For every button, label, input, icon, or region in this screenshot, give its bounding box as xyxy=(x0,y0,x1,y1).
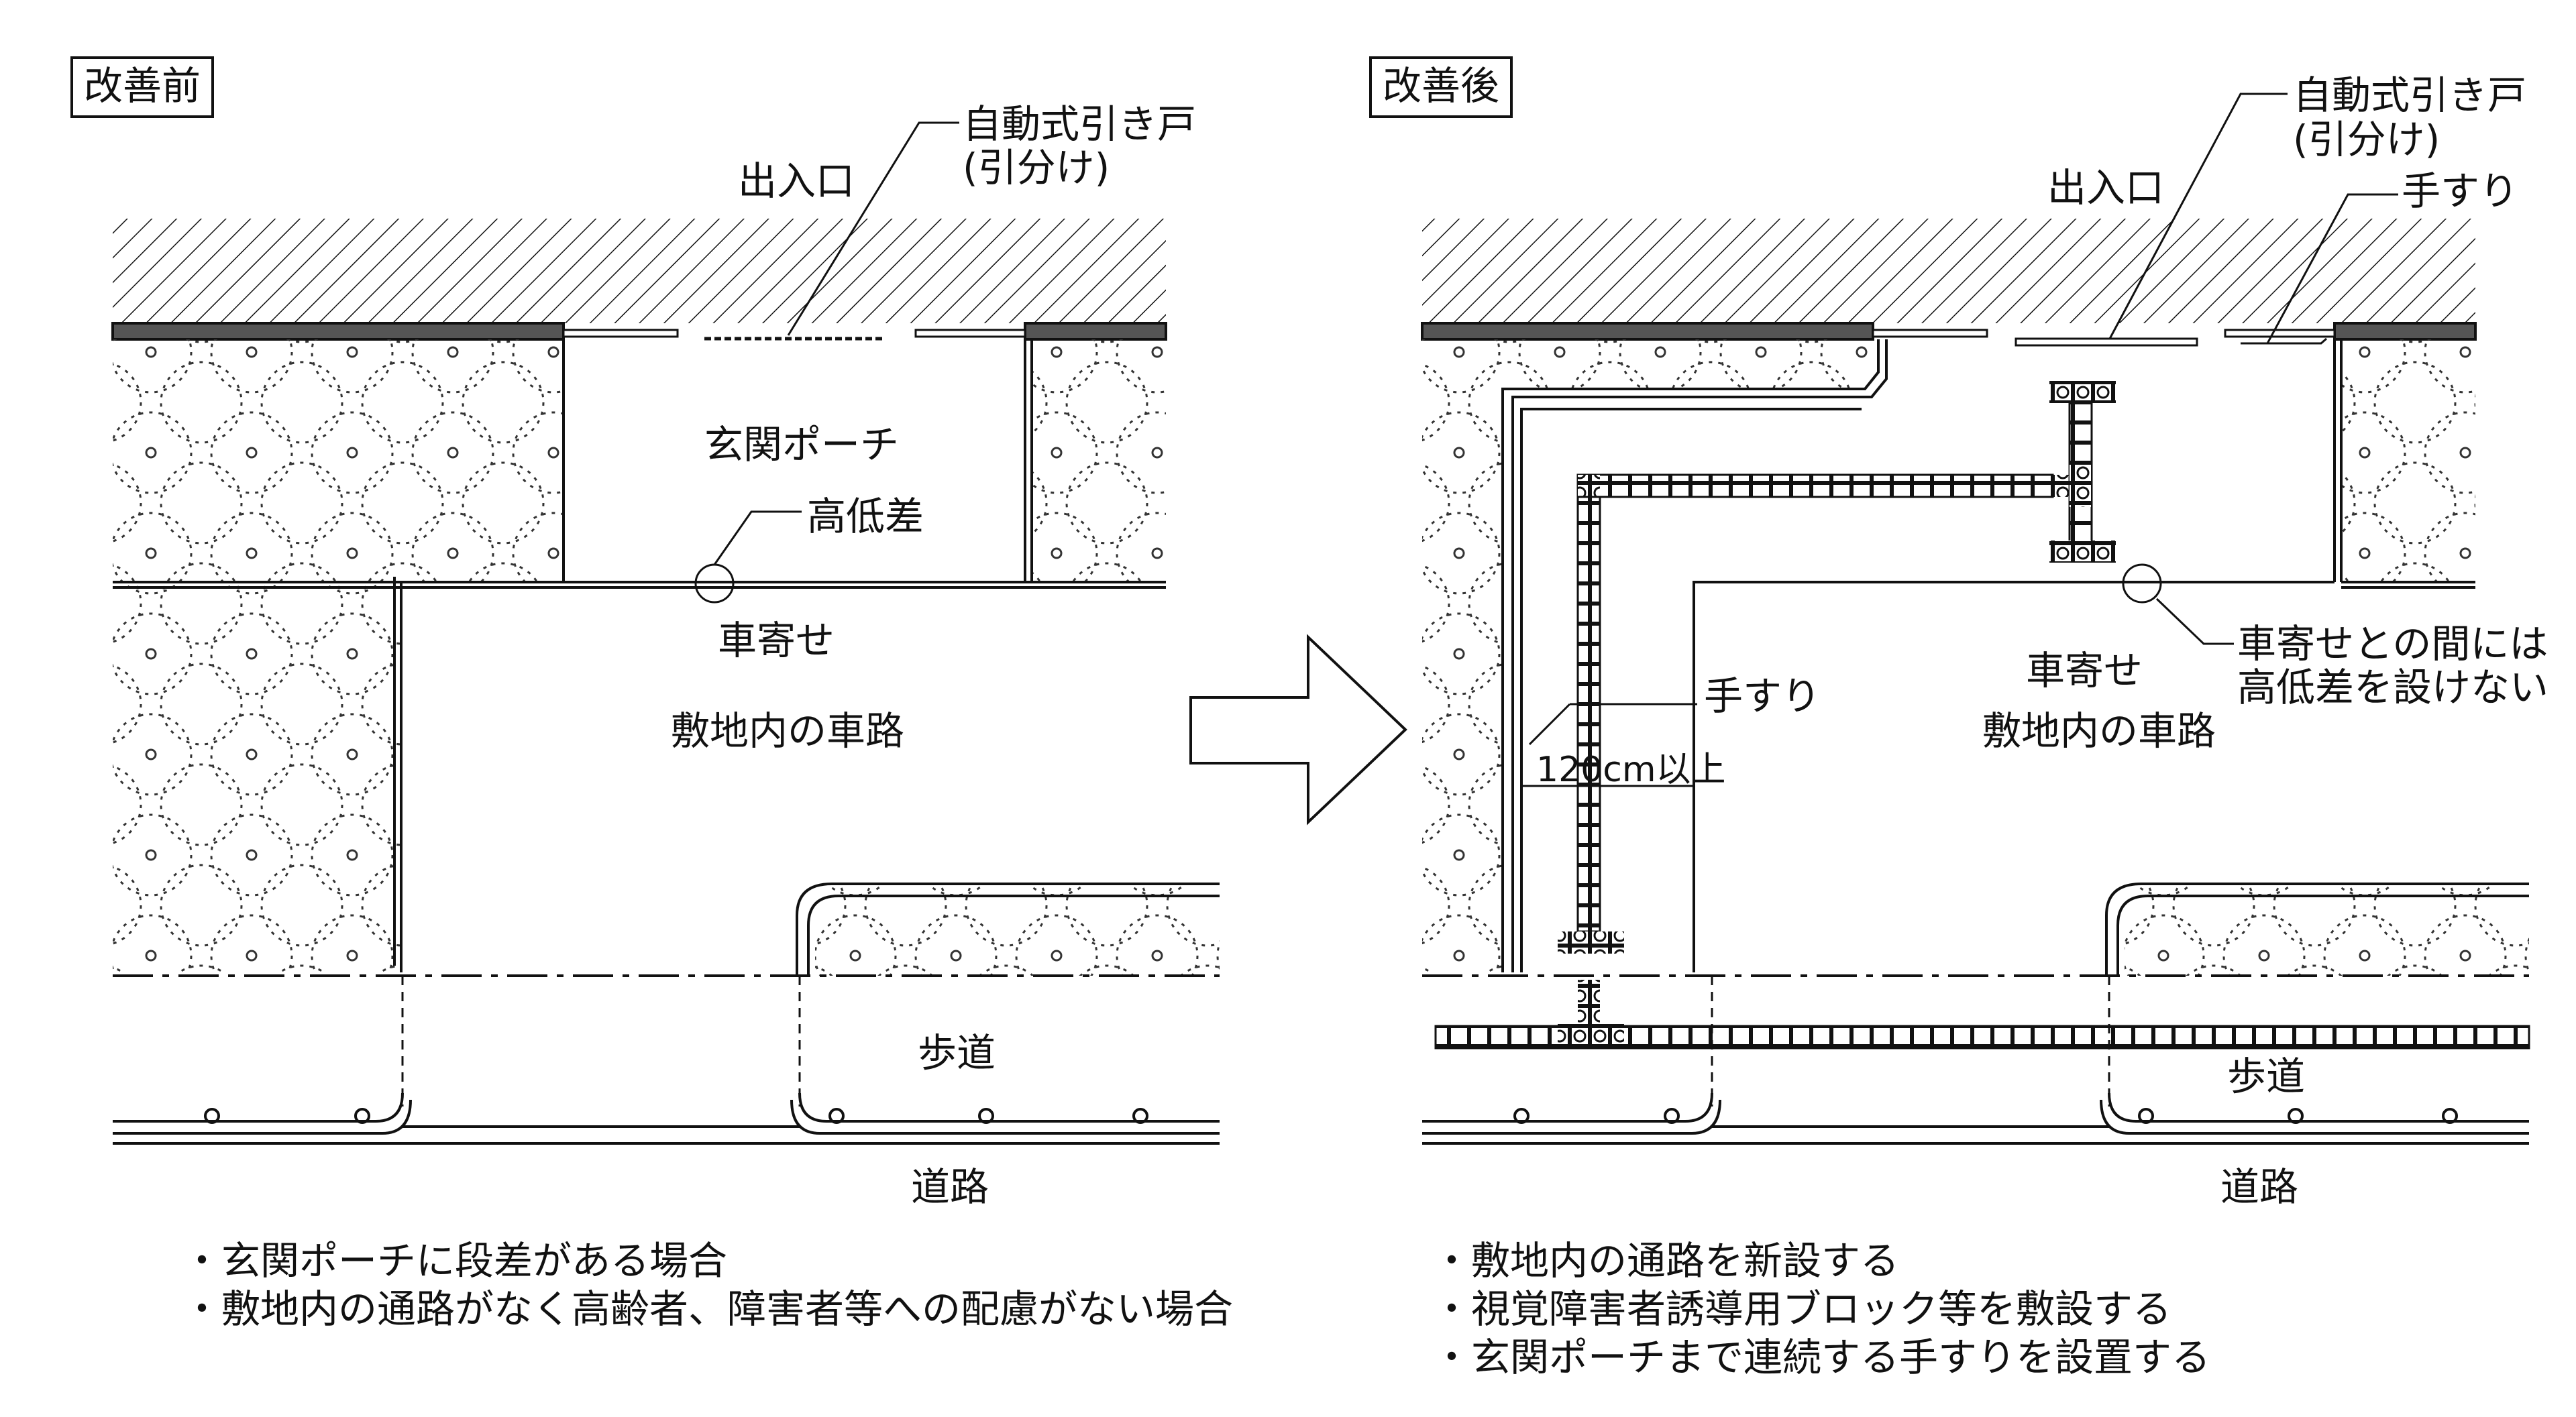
after-wall-left xyxy=(1421,322,1874,341)
after-site-road-label: 敷地内の車路 xyxy=(1982,708,2216,754)
after-width-dimension xyxy=(1520,703,1697,798)
before-dropoff-label: 車寄せ xyxy=(718,618,835,663)
before-planter-curb xyxy=(796,883,1220,976)
after-no-level-label-2: 高低差を設けない xyxy=(2237,665,2548,710)
before-sidewalk-label: 歩道 xyxy=(918,1030,996,1076)
after-note-1: ・敷地内の通路を新設する xyxy=(1432,1238,1899,1284)
after-handrail-mid-label: 手すり xyxy=(1704,673,1821,719)
after-panel: 改善後 xyxy=(1369,56,2548,1380)
after-planting-left xyxy=(1422,339,1503,972)
after-no-level-label-1: 車寄せとの間には xyxy=(2237,621,2548,667)
before-door-label-2: (引分け) xyxy=(963,145,1110,190)
after-door-label-1: 自動式引き戸 xyxy=(2293,72,2526,118)
after-planting-top xyxy=(1503,339,1873,389)
before-title-box xyxy=(70,56,214,118)
before-road-curb xyxy=(113,1092,1220,1145)
after-width-label: 120cm以上 xyxy=(1536,750,1726,790)
before-door-leader xyxy=(787,121,959,336)
after-handrail-top-label: 手すり xyxy=(2402,168,2518,214)
after-sliding-door xyxy=(1872,329,2336,347)
after-dropoff-label: 車寄せ xyxy=(2026,648,2143,693)
after-level-leader xyxy=(2155,598,2234,645)
before-planting-left xyxy=(113,339,564,972)
after-note-3: ・玄関ポーチまで連続する手すりを設置する xyxy=(1432,1335,2210,1380)
before-wall-right xyxy=(1024,322,1167,341)
before-panel: 改善前 xyxy=(70,56,1233,1332)
transition-arrow xyxy=(1189,634,1407,826)
after-title-box xyxy=(1369,56,1513,118)
after-planting-right xyxy=(2341,339,2475,583)
after-building xyxy=(1422,219,2475,323)
before-site-road-label: 敷地内の車路 xyxy=(671,708,904,754)
after-note-2: ・視覚障害者誘導用ブロック等を敷設する xyxy=(1432,1286,2171,1332)
before-note-1: ・玄関ポーチに段差がある場合 xyxy=(182,1238,727,1284)
after-planting-bottom xyxy=(2125,885,2529,976)
after-level-marker xyxy=(2122,563,2162,604)
before-road-edge xyxy=(393,577,402,972)
after-handrail-right xyxy=(2241,337,2327,345)
after-planter-curb xyxy=(2105,883,2529,976)
before-level-leader xyxy=(713,510,802,565)
after-guide-blocks xyxy=(1434,381,2530,1050)
before-road-label: 道路 xyxy=(911,1164,989,1210)
after-sidewalk-label: 歩道 xyxy=(2227,1054,2305,1099)
after-door-leader xyxy=(2108,93,2288,339)
before-porch-label: 玄関ポーチ xyxy=(704,422,899,467)
after-entrance-label: 出入口 xyxy=(2047,165,2164,211)
after-handrail-leader xyxy=(2266,193,2398,344)
after-door-label-2: (引分け) xyxy=(2293,117,2440,162)
before-entrance-label: 出入口 xyxy=(738,158,855,204)
before-note-2: ・敷地内の通路がなく高齢者、障害者等への配慮がない場合 xyxy=(182,1286,1233,1332)
after-title: 改善後 xyxy=(1383,63,1499,109)
after-wall-right xyxy=(2333,322,2477,341)
before-building xyxy=(113,219,1166,323)
before-wall-left xyxy=(111,322,565,341)
before-door-label-1: 自動式引き戸 xyxy=(963,101,1196,147)
before-planting-right xyxy=(1032,339,1166,583)
before-porch-outline xyxy=(113,339,1166,589)
after-road-curb xyxy=(1422,1092,2529,1145)
before-sliding-door xyxy=(562,329,1026,341)
after-road-label: 道路 xyxy=(2220,1164,2298,1210)
before-level-label: 高低差 xyxy=(807,494,924,539)
before-title: 改善前 xyxy=(84,63,201,109)
before-planting-bottom xyxy=(815,885,1220,976)
